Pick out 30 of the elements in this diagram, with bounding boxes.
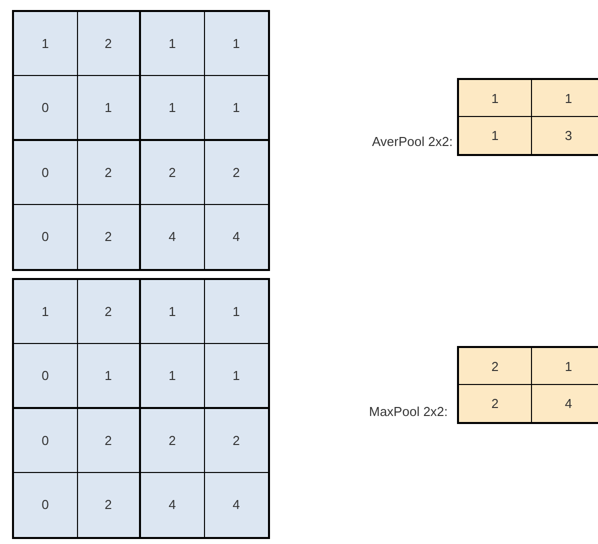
matrix-cell: 1: [141, 12, 204, 76]
matrix-cell: 2: [78, 472, 141, 537]
matrix-cell: 2: [78, 204, 141, 269]
matrix-cell: 2: [78, 408, 141, 473]
matrix-cell: 2: [141, 140, 204, 205]
matrix-cell: 2: [78, 12, 141, 76]
matrix-cell: 1: [141, 280, 204, 344]
matrix-cell: 2: [78, 140, 141, 205]
matrix-cell: 0: [14, 344, 78, 408]
matrix-cell: 1: [78, 344, 141, 408]
pooling-label: AverPool 2x2:: [372, 134, 453, 149]
matrix-cell: 1: [459, 80, 532, 117]
matrix-cell: 2: [204, 140, 268, 205]
matrix-cell: 2: [78, 280, 141, 344]
matrix-cell: 1: [204, 76, 268, 140]
matrix-cell: 1: [204, 12, 268, 76]
pooling-label: MaxPool 2x2:: [369, 404, 448, 419]
matrix-cell: 1: [14, 280, 78, 344]
matrix-cell: 1: [78, 76, 141, 140]
matrix-cell: 2: [459, 348, 532, 385]
matrix-cell: 1: [14, 12, 78, 76]
matrix-cell: 2: [204, 408, 268, 473]
matrix-cell: 1: [141, 76, 204, 140]
matrix-cell: 2: [141, 408, 204, 473]
matrix-cell: 0: [14, 76, 78, 140]
matrix-cell: 1: [204, 280, 268, 344]
matrix-cell: 1: [141, 344, 204, 408]
matrix-cell: 0: [14, 408, 78, 473]
matrix-cell: 0: [14, 140, 78, 205]
matrix-cell: 1: [204, 344, 268, 408]
